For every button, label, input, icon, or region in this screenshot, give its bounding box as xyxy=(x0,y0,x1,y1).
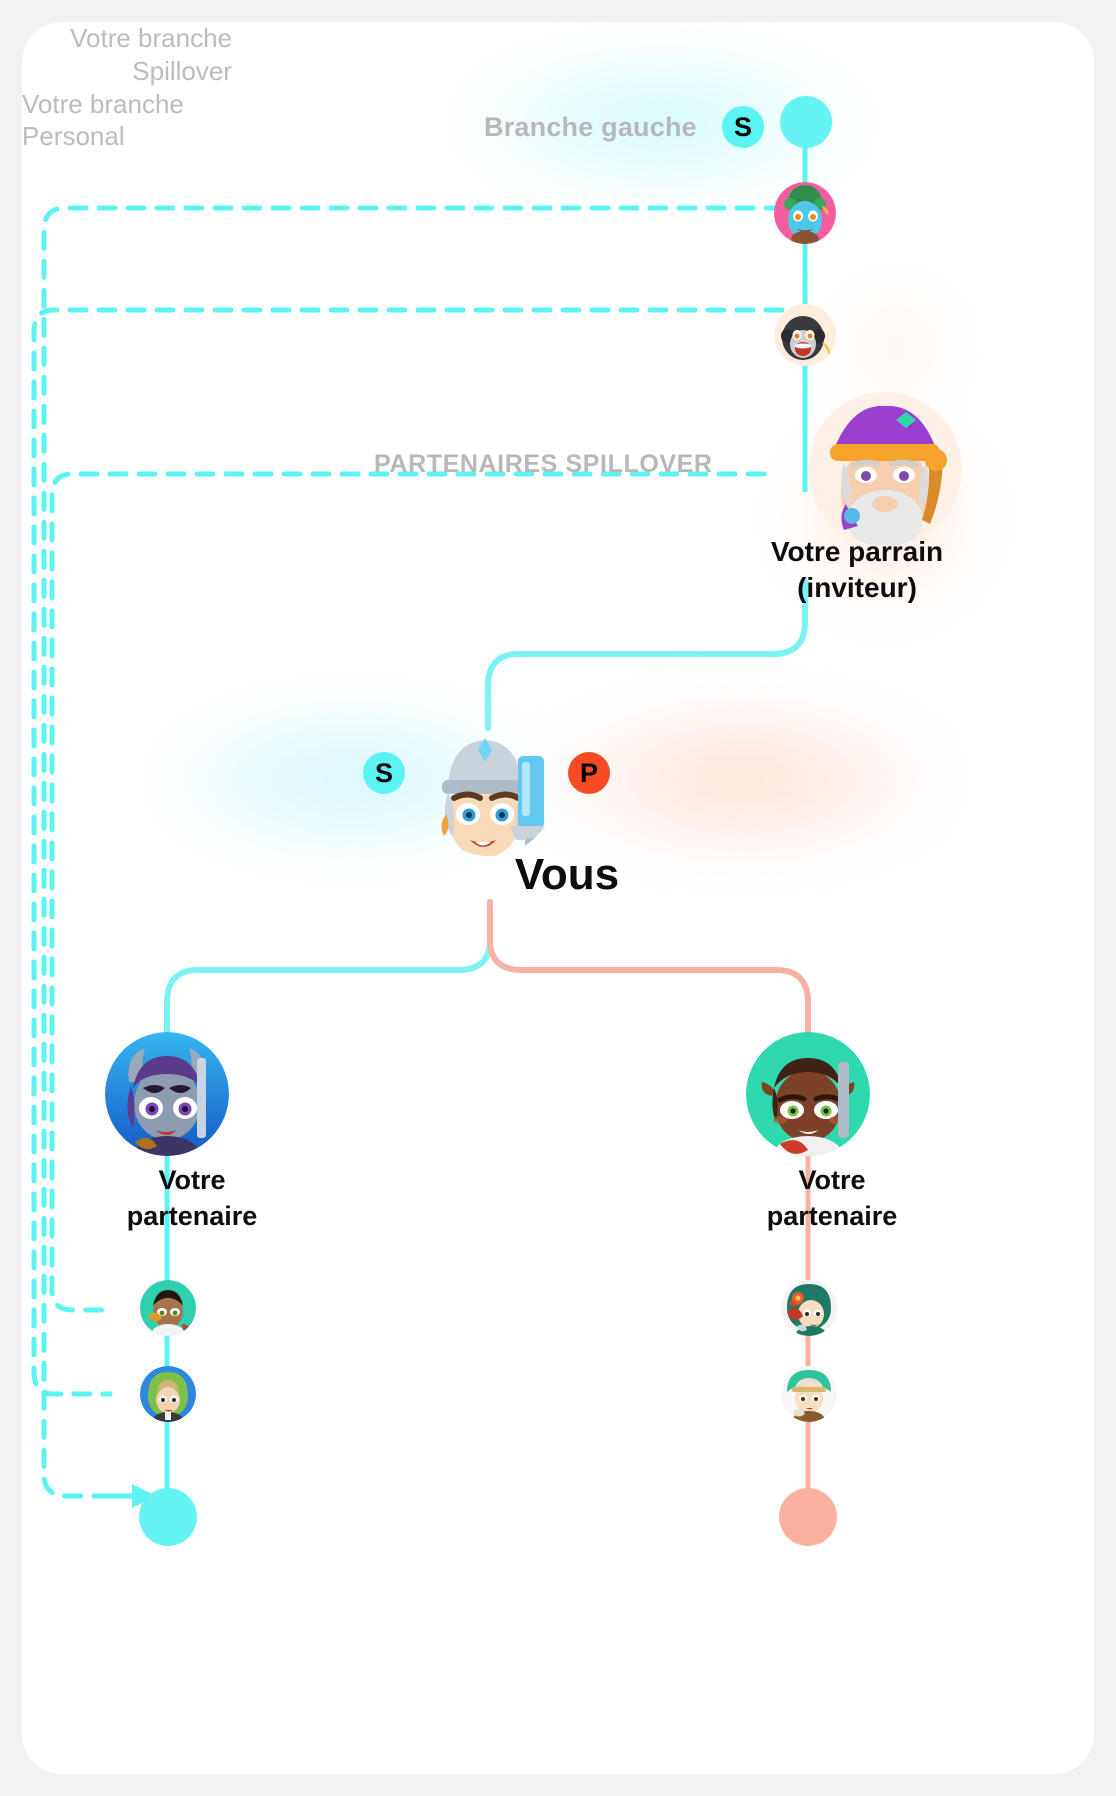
spillover-branch-label: Votre branche Spillover xyxy=(22,22,232,88)
spillover-branch-line2: Spillover xyxy=(132,55,232,86)
partner-avatar-blue-troll[interactable] xyxy=(774,182,836,244)
personal-branch-line2: Personal xyxy=(22,121,125,152)
downline-avatar-right-1[interactable] xyxy=(781,1280,837,1336)
you-label: Vous xyxy=(514,850,620,899)
badge-spillover-top[interactable]: S xyxy=(722,106,764,148)
partner-right-line2: partenaire xyxy=(766,1201,898,1232)
downline-avatar-left-1[interactable] xyxy=(140,1280,196,1336)
partner-right-label: Votre partenaire xyxy=(707,1162,957,1235)
partner-left-line2: partenaire xyxy=(126,1201,258,1232)
gorilla-node-glow xyxy=(854,304,938,388)
spillover-partners-label: PARTENAIRES SPILLOVER xyxy=(374,450,713,478)
personal-leaf-node[interactable] xyxy=(779,1488,837,1546)
sponsor-label-line1: Votre parrain xyxy=(770,536,944,567)
left-branch-title: Branche gauche xyxy=(484,112,697,142)
spillover-branch-line1: Votre branche xyxy=(70,23,232,53)
partner-right-line1: Votre xyxy=(798,1165,866,1195)
partner-avatar-purple-warrior[interactable] xyxy=(105,1032,229,1156)
personal-branch-label: Votre branche Personal xyxy=(22,88,262,154)
partner-avatar-gorilla[interactable] xyxy=(774,304,836,366)
personal-branch-line1: Votre branche xyxy=(22,88,184,119)
badge-personal-you[interactable]: P xyxy=(568,752,610,794)
you-avatar-knight[interactable] xyxy=(422,722,556,856)
sponsor-label: Votre parrain (inviteur) xyxy=(672,534,1042,607)
downline-avatar-right-2[interactable] xyxy=(781,1366,837,1422)
spillover-leaf-node[interactable] xyxy=(139,1488,197,1546)
partner-left-line1: Votre xyxy=(158,1165,226,1195)
partner-left-label: Votre partenaire xyxy=(67,1162,317,1235)
spillover-root-node[interactable] xyxy=(780,96,832,148)
downline-avatar-left-2[interactable] xyxy=(140,1366,196,1422)
partner-avatar-brown-warrior[interactable] xyxy=(746,1032,870,1156)
genealogy-tree-card: Branche gauche S xyxy=(22,22,1094,1774)
badge-spillover-you[interactable]: S xyxy=(363,752,405,794)
sponsor-label-line2: (inviteur) xyxy=(797,572,917,604)
sponsor-avatar-wizard[interactable] xyxy=(808,392,962,546)
